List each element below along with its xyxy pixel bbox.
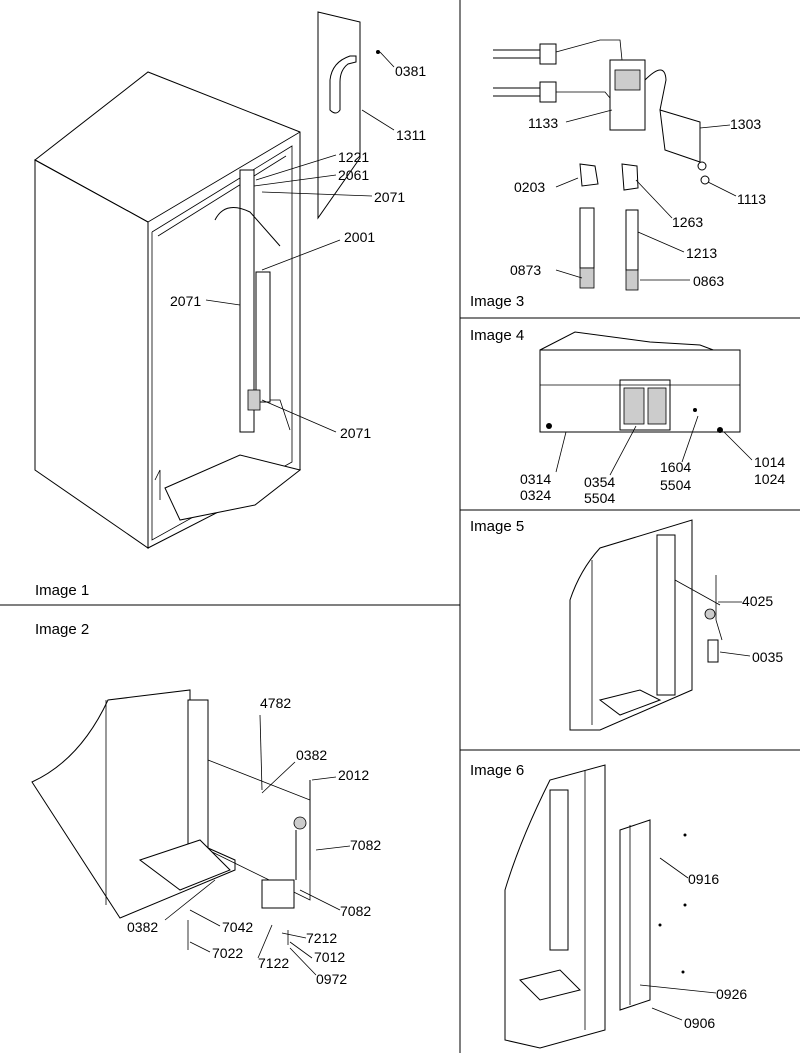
callout-1604: 1604 <box>660 459 691 475</box>
panel-image-5: 4025 0035 Image 5 <box>470 518 783 731</box>
callout-0916: 0916 <box>688 871 719 887</box>
cabinet-rear-side <box>504 764 606 1049</box>
callout-2012: 2012 <box>338 767 369 783</box>
panel-title-image-4: Image 4 <box>470 327 524 344</box>
callout-1221: 1221 <box>338 149 369 165</box>
callout-0314: 0314 <box>520 471 551 487</box>
callout-0906: 0906 <box>684 1015 715 1031</box>
panel-title-image-2: Image 2 <box>35 621 89 638</box>
callout-2071-a: 2071 <box>374 189 405 205</box>
callout-7212: 7212 <box>306 930 337 946</box>
cabinet-rear-lower <box>31 689 311 950</box>
side-cover-panel <box>619 819 687 1011</box>
rear-access-cover <box>317 11 380 220</box>
callout-7082-a: 7082 <box>350 837 381 853</box>
panel-image-6: 0916 0926 0906 Image 6 <box>470 762 747 1049</box>
panel-title-image-1: Image 1 <box>35 582 89 599</box>
callout-0382-a: 0382 <box>296 747 327 763</box>
callout-2061: 2061 <box>338 167 369 183</box>
panel-image-1: 0381 1311 1221 2061 2071 2001 2071 2071 … <box>34 11 426 599</box>
callout-1014: 1014 <box>754 454 785 470</box>
callout-7082-b: 7082 <box>340 903 371 919</box>
callout-0354: 0354 <box>584 474 615 490</box>
callout-1263: 1263 <box>672 214 703 230</box>
callout-1113: 1113 <box>737 191 766 207</box>
callout-7042: 7042 <box>222 919 253 935</box>
callout-0035: 0035 <box>752 649 783 665</box>
water-valve-assembly <box>493 39 710 291</box>
machine-compartment <box>539 331 741 433</box>
callout-0926: 0926 <box>716 986 747 1002</box>
callout-0203: 0203 <box>514 179 545 195</box>
cabinet-rear-upper-right <box>569 519 723 731</box>
callout-0863: 0863 <box>693 273 724 289</box>
panel-title-image-5: Image 5 <box>470 518 524 535</box>
callout-5504-b: 5504 <box>660 477 691 493</box>
callout-7012: 7012 <box>314 949 345 965</box>
panel-image-4: 0314 0324 0354 5504 1604 5504 1014 1024 … <box>470 327 785 506</box>
callout-0873: 0873 <box>510 262 541 278</box>
callout-1213: 1213 <box>686 245 717 261</box>
callout-7122: 7122 <box>258 955 289 971</box>
panel-title-image-3: Image 3 <box>470 293 524 310</box>
callout-1303: 1303 <box>730 116 761 132</box>
callout-1311: 1311 <box>396 127 426 143</box>
callout-2071-b: 2071 <box>170 293 201 309</box>
panel-image-3: 1133 1303 0203 1113 1263 1213 0873 0863 … <box>470 39 766 310</box>
callout-0381: 0381 <box>395 63 426 79</box>
callout-7022: 7022 <box>212 945 243 961</box>
refrigerator-cabinet <box>34 71 302 549</box>
callout-2001: 2001 <box>344 229 375 245</box>
callout-0324: 0324 <box>520 487 551 503</box>
callout-5504-a: 5504 <box>584 490 615 506</box>
callout-4782: 4782 <box>260 695 291 711</box>
panel-title-image-6: Image 6 <box>470 762 524 779</box>
callout-4025: 4025 <box>742 593 773 609</box>
callout-0382-b: 0382 <box>127 919 158 935</box>
callout-1024: 1024 <box>754 471 785 487</box>
callout-0972: 0972 <box>316 971 347 987</box>
callout-2071-c: 2071 <box>340 425 371 441</box>
callout-1133: 1133 <box>528 115 558 131</box>
panel-image-2: 4782 0382 2012 7082 7082 0382 7042 7212 … <box>31 621 381 987</box>
